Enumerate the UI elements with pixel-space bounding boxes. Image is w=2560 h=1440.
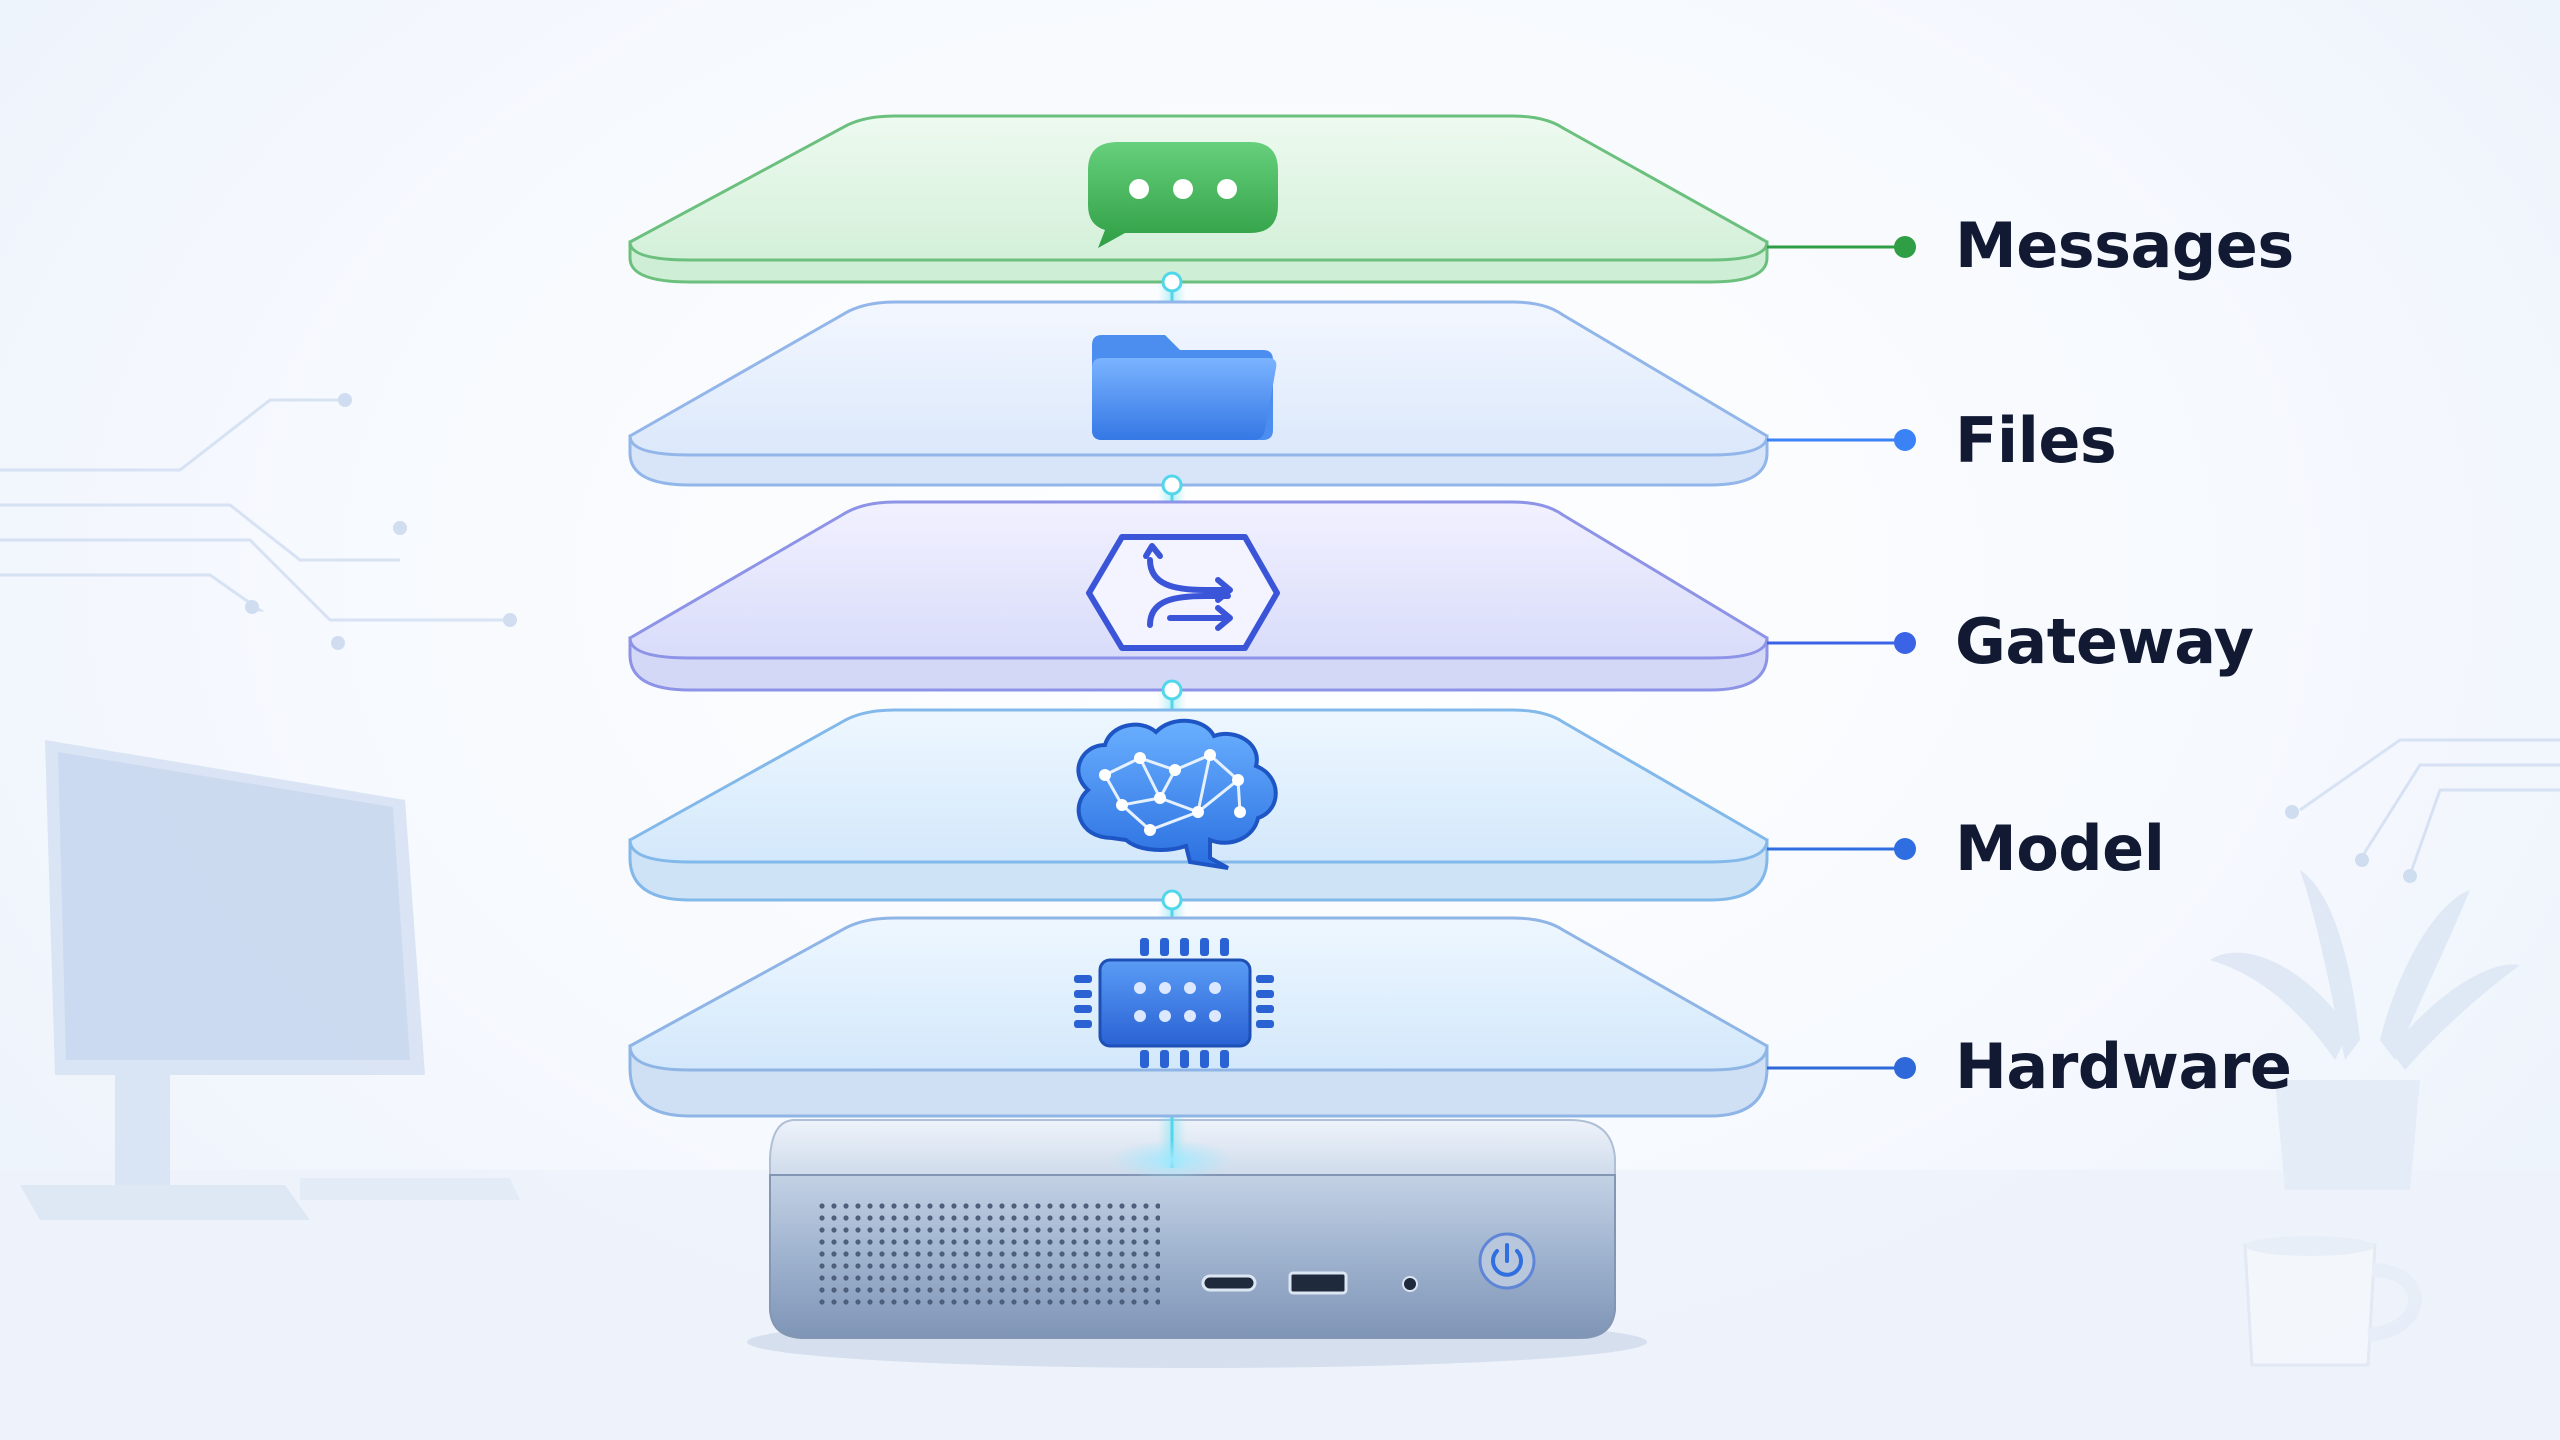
gateway-routing-icon: [1086, 534, 1280, 651]
layer-label-messages: Messages: [1955, 209, 2294, 282]
circuit-lines-icon: [0, 398, 2560, 876]
connector-dot-model: [1894, 838, 1916, 860]
potted-plant-icon: [2210, 870, 2520, 1190]
brain-network-icon: [1076, 718, 1278, 870]
layer-hardware[interactable]: [628, 916, 1769, 1118]
folder-icon: [1092, 335, 1277, 440]
layer-label-hardware: Hardware: [1955, 1030, 2292, 1103]
chat-bubble-icon: [1088, 142, 1278, 248]
usb-a-port-icon: [1288, 1271, 1348, 1295]
connector-dot-gateway: [1894, 632, 1916, 654]
label-connectors: [1767, 236, 1916, 1079]
layer-label-files: Files: [1955, 404, 2117, 477]
desktop-monitor-icon: [20, 740, 520, 1220]
power-button-icon[interactable]: [1478, 1232, 1536, 1290]
layer-files[interactable]: [628, 300, 1769, 496]
connector-dot-files: [1894, 429, 1916, 451]
layer-messages[interactable]: [628, 114, 1769, 293]
layer-gateway[interactable]: [628, 500, 1769, 701]
layer-model[interactable]: [628, 708, 1769, 911]
connector-dot-hardware: [1894, 1057, 1916, 1079]
speaker-grille: [815, 1198, 1160, 1308]
audio-jack-icon: [1402, 1276, 1418, 1292]
layer-label-gateway: Gateway: [1955, 605, 2254, 678]
coffee-mug-icon: [2243, 1236, 2422, 1367]
cpu-chip-icon: [1074, 938, 1274, 1068]
layer-label-model: Model: [1955, 812, 2165, 885]
usb-c-port-icon: [1201, 1274, 1257, 1292]
connector-dot-messages: [1894, 236, 1916, 258]
